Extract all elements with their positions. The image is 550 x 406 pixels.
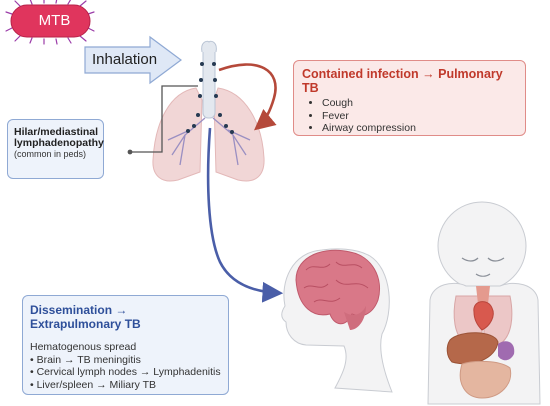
- list-item: Airway compression: [322, 122, 517, 135]
- inhalation-label: Inhalation: [92, 51, 158, 68]
- list-item: Fever: [322, 110, 517, 123]
- dissemination-title: Dissemination → Extrapulmonary TB: [30, 303, 141, 331]
- infant-head-brain-icon: [281, 248, 393, 393]
- dissemination-arrow: [206, 127, 284, 303]
- pulmonary-tb-box: Contained infection → Pulmonary TB Cough…: [293, 60, 526, 136]
- list-item: Cough: [322, 97, 517, 110]
- pulmonary-tb-title: Contained infection → Pulmonary TB: [302, 67, 503, 95]
- list-item: • Brain → TB meningitis: [30, 353, 141, 366]
- list-item: • Cervical lymph nodes → Lymphadenitis: [30, 366, 221, 378]
- hilar-connector: [127, 85, 198, 155]
- list-item: • Liver/spleen → Miliary TB: [30, 378, 157, 391]
- dissemination-box: Dissemination → Extrapulmonary TB Hemato…: [22, 295, 229, 395]
- pulmonary-symptom-list: Cough Fever Airway compression: [302, 97, 517, 135]
- hilar-lymphadenopathy-box: Hilar/mediastinal lymphadenopathy (commo…: [7, 119, 104, 179]
- mtb-label: MTB: [38, 12, 71, 29]
- hilar-title: Hilar/mediastinal lymphadenopathy: [14, 126, 104, 149]
- hilar-subtitle: (common in peds): [14, 149, 87, 159]
- inhalation-arrow: [84, 35, 183, 85]
- lungs-icon: [152, 40, 265, 182]
- infant-torso-organs-icon: [427, 201, 541, 405]
- list-item: Hematogenous spread: [30, 341, 137, 353]
- contained-infection-arrow: [218, 63, 277, 131]
- mtb-bacterium-icon: [5, 0, 95, 45]
